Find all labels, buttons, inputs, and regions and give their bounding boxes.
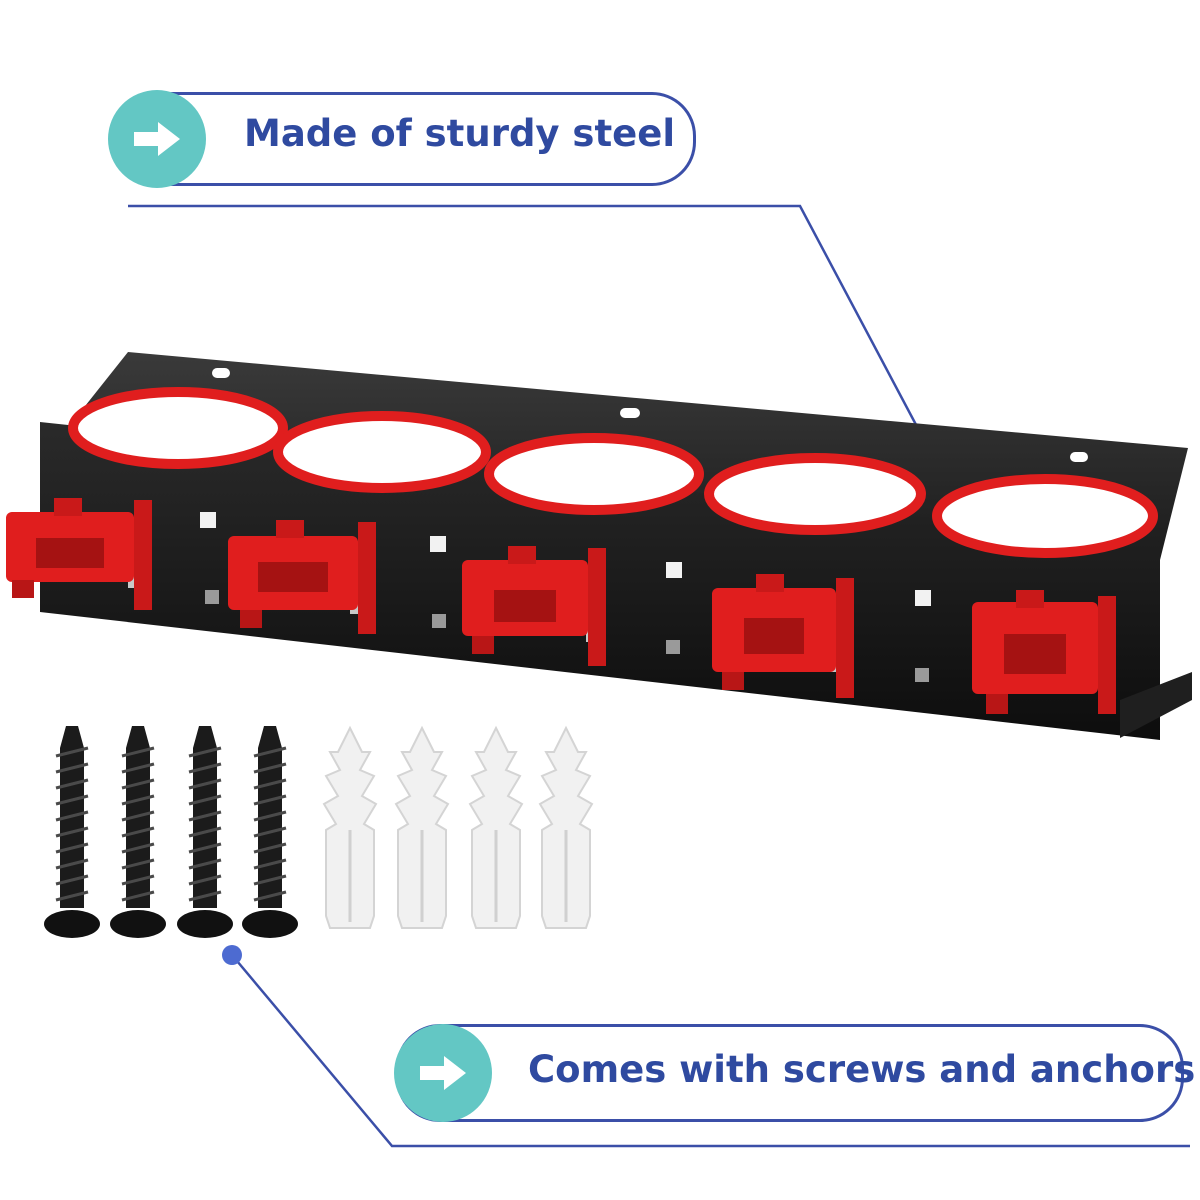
wall-anchor bbox=[394, 725, 450, 929]
red-battery-clips bbox=[6, 498, 1116, 714]
screw bbox=[177, 726, 233, 938]
battery-clip bbox=[462, 546, 606, 666]
mounting-slot bbox=[1070, 452, 1088, 462]
callout-pill bbox=[112, 92, 696, 186]
wall-anchor bbox=[468, 725, 524, 929]
callout-text: Made of sturdy steel bbox=[244, 112, 676, 155]
holder-ring bbox=[68, 387, 288, 469]
battery-clip bbox=[712, 574, 854, 698]
wall-anchor bbox=[322, 725, 378, 929]
screw bbox=[110, 726, 166, 938]
holder-ring bbox=[484, 433, 704, 515]
screw bbox=[242, 726, 298, 938]
black-screws bbox=[44, 726, 298, 938]
steel-tool-rack bbox=[6, 352, 1192, 740]
callout-badge bbox=[394, 1024, 492, 1122]
holder-ring bbox=[932, 474, 1158, 558]
callout-pill bbox=[396, 1024, 1184, 1122]
battery-clip bbox=[6, 498, 152, 610]
callout-badge bbox=[108, 90, 206, 188]
leader-line-bottom bbox=[222, 945, 1190, 1148]
red-holder-rings bbox=[68, 387, 1158, 558]
arrow-right-icon bbox=[420, 1056, 466, 1090]
holder-ring bbox=[704, 453, 926, 535]
holder-ring bbox=[273, 411, 491, 493]
battery-clip bbox=[972, 590, 1116, 714]
screw bbox=[44, 726, 100, 938]
plastic-wall-anchors bbox=[322, 725, 594, 929]
callout-text: Comes with screws and anchors bbox=[528, 1048, 1196, 1091]
battery-clip bbox=[228, 520, 376, 634]
wall-anchor bbox=[538, 725, 594, 929]
mounting-slot bbox=[620, 408, 640, 418]
arrow-right-icon bbox=[134, 122, 180, 156]
mounting-slot bbox=[212, 368, 230, 378]
